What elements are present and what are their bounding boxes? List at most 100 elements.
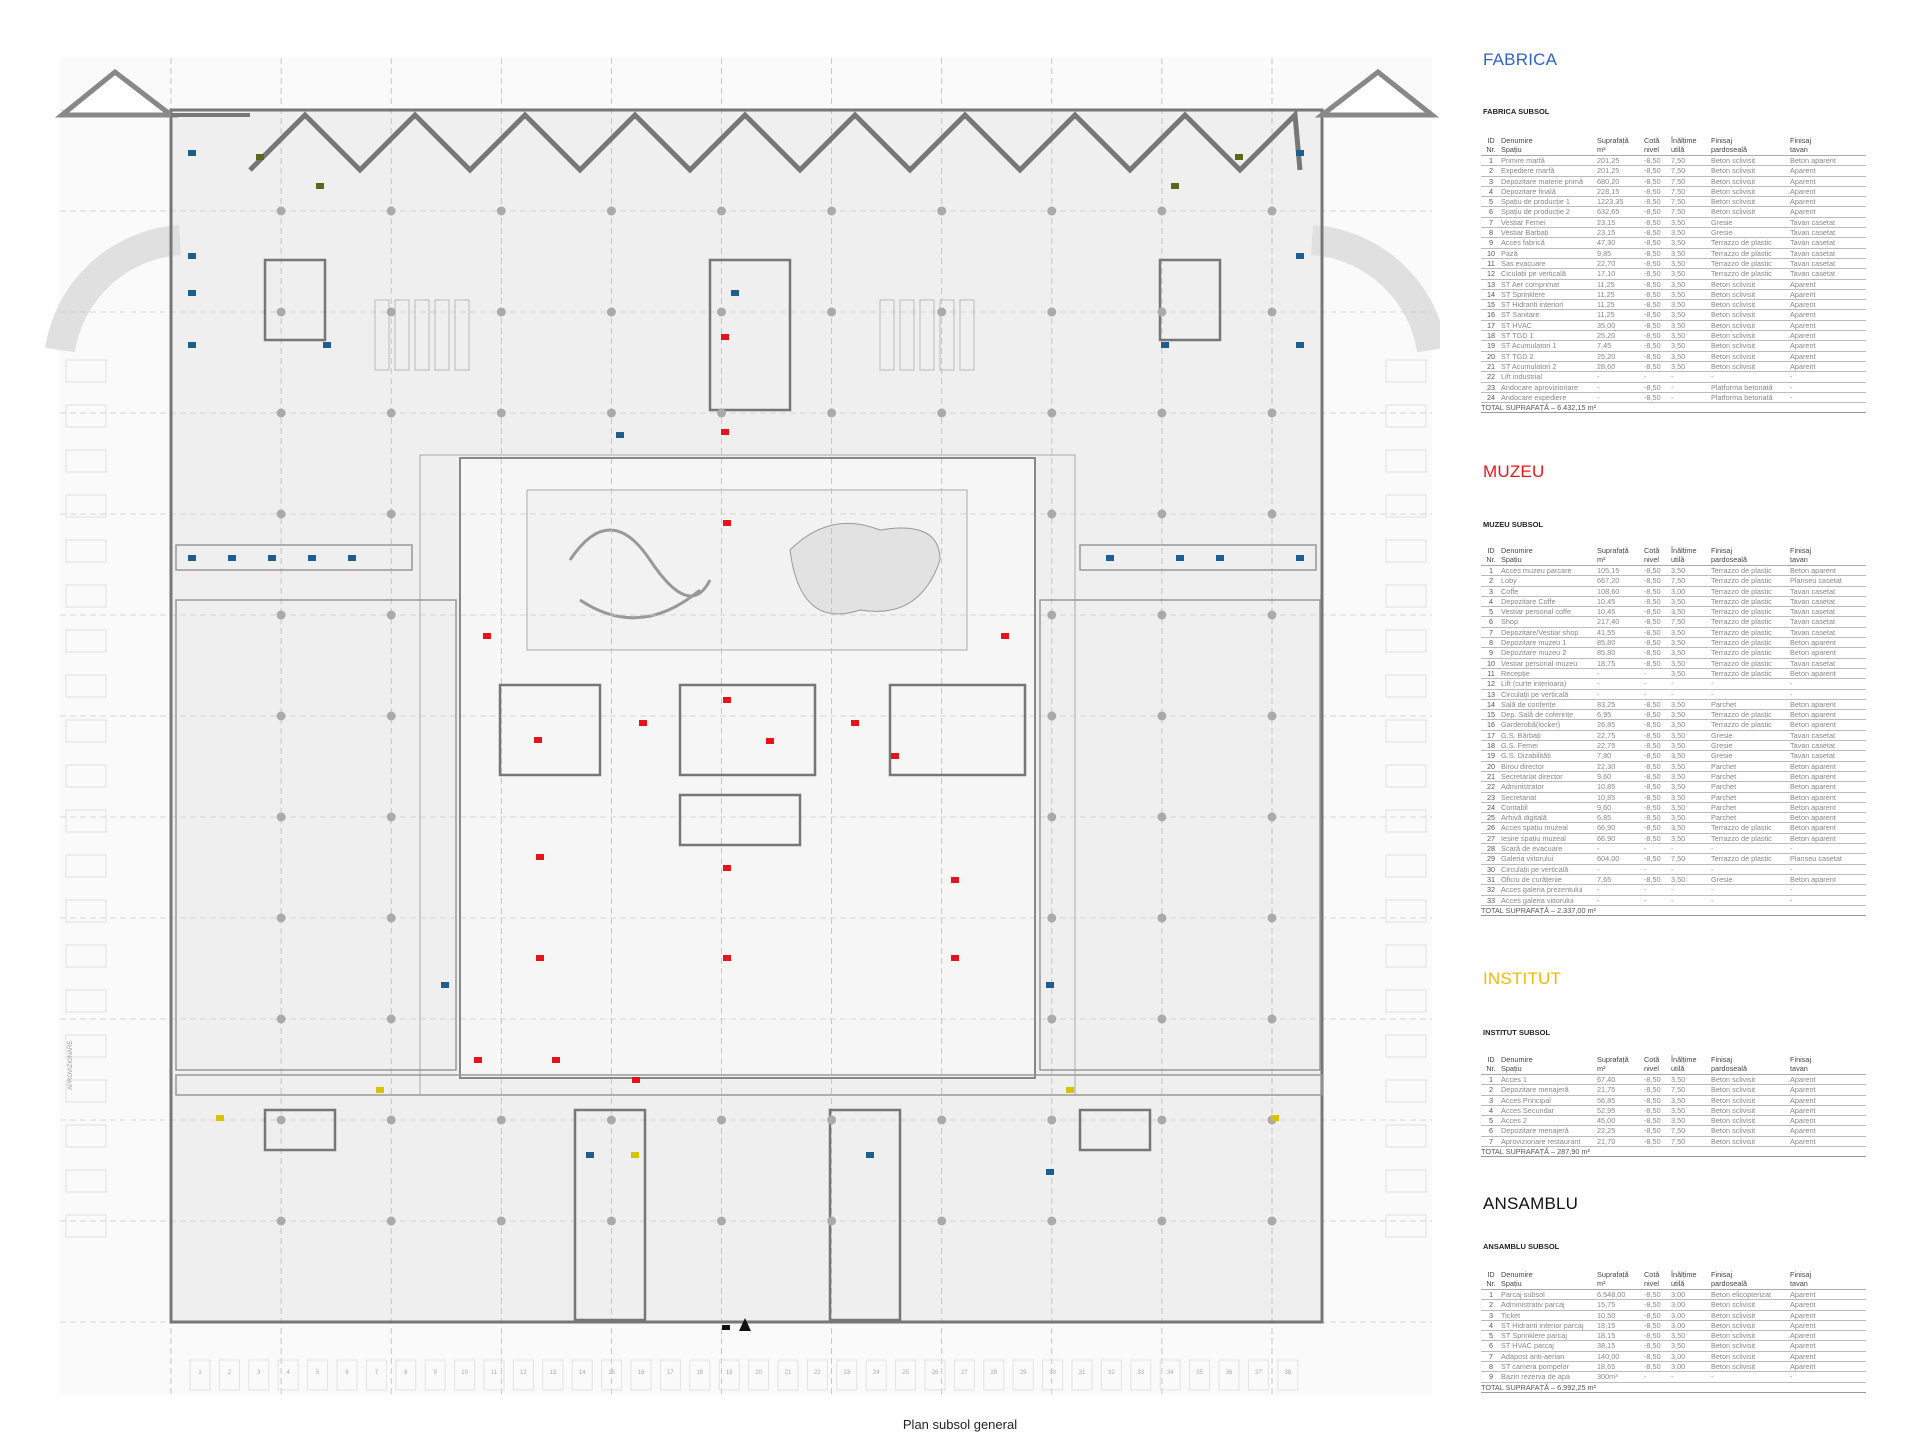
structural-column [1157, 1014, 1167, 1024]
cell-id: 18 [1481, 740, 1501, 752]
cell-height: 3,50 [1671, 627, 1711, 639]
parking-space [1385, 404, 1427, 428]
cell-area: 17,10 [1597, 268, 1644, 280]
cell-ceiling: Aparent [1790, 1115, 1866, 1127]
cell-level: -8,50 [1644, 279, 1671, 290]
parking-bay [454, 299, 470, 371]
cell-height: 7,50 [1671, 575, 1711, 587]
cell-level: -8,50 [1644, 874, 1671, 886]
cell-floor: Parchet [1711, 812, 1790, 824]
room-tag [376, 1087, 384, 1093]
cell-floor: Terrazzo de plastic [1711, 575, 1790, 587]
structural-column [276, 1115, 286, 1125]
cell-height: 3,50 [1671, 279, 1711, 290]
structural-column [1267, 408, 1277, 418]
cell-floor: Terrazzo de plastic [1711, 627, 1790, 639]
cell-floor: Parchet [1711, 781, 1790, 793]
cell-height: 7,50 [1671, 155, 1711, 167]
parking-space [65, 809, 107, 833]
cell-floor: Beton sclivisit [1711, 196, 1790, 208]
cell-ceiling: Tavan casetat [1790, 596, 1866, 608]
cell-level: -8,50 [1644, 1084, 1671, 1096]
cell-area: 201,25 [1597, 155, 1644, 167]
room-wall [708, 258, 792, 412]
room-tag [268, 555, 276, 561]
parking-space [65, 629, 107, 653]
sawtooth-roof [248, 109, 1303, 174]
parking-space [65, 1034, 107, 1058]
cell-ceiling: Beton aparent [1790, 874, 1866, 886]
cell-area: - [1597, 371, 1644, 383]
header-line: m² [1597, 554, 1606, 564]
cell-height: 3,50 [1671, 351, 1711, 362]
header-line: nivel [1644, 1278, 1660, 1288]
room-tag [323, 342, 331, 348]
cell-floor: Terrazzo de plastic [1711, 596, 1790, 608]
cell-ceiling: Aparent [1790, 1340, 1866, 1352]
structural-column [717, 206, 726, 216]
cell-level: -8,50 [1644, 586, 1671, 597]
parking-space-number: 31 [1079, 1370, 1086, 1376]
structural-column [1267, 1014, 1277, 1024]
cell-level: -8,50 [1644, 268, 1671, 280]
cell-floor: Terrazzo de plastic [1711, 719, 1790, 731]
structural-column [1267, 812, 1277, 822]
structural-column [937, 206, 947, 216]
cell-ceiling: Aparent [1790, 1320, 1866, 1332]
cell-ceiling: Beton aparent [1790, 781, 1866, 793]
cell-height: - [1671, 392, 1711, 404]
cell-name: Adapost anti-aerian [1501, 1351, 1597, 1363]
cell-id: 19 [1481, 340, 1501, 352]
parking-space [601, 1359, 623, 1391]
header-line: Spațiu [1501, 1278, 1522, 1288]
total-row: TOTAL SUPRAFAȚĂ – 6.992,25 m² [1481, 1382, 1866, 1393]
room-tag [188, 342, 196, 348]
parking-space [836, 1359, 858, 1391]
cell-ceiling: Tavan casetat [1790, 586, 1866, 597]
structural-column [1157, 509, 1167, 519]
cell-ceiling: - [1790, 689, 1866, 700]
cell-ceiling: Beton aparent [1790, 792, 1866, 803]
cell-floor: Beton elicopterizat [1711, 1289, 1790, 1301]
cell-ceiling: - [1790, 371, 1866, 383]
cell-id: 13 [1481, 279, 1501, 290]
table-subtitle: INSTITUT SUBSOL [1483, 1028, 1551, 1037]
cell-id: 5 [1481, 606, 1501, 618]
cell-level: -8,50 [1644, 606, 1671, 618]
total-row: TOTAL SUPRAFAȚĂ – 2.337,00 m² [1481, 905, 1866, 917]
cell-floor: Terrazzo de plastic [1711, 606, 1790, 618]
cell-name: Circulații pe verticală [1501, 864, 1597, 875]
cell-floor: Beton sclivisit [1711, 1074, 1790, 1086]
cell-name: Bazin rezerva de apa [1501, 1371, 1597, 1383]
cell-name: Oficiu de curățenie [1501, 874, 1597, 886]
cell-name: Acces Principal [1501, 1095, 1597, 1106]
cell-id: 4 [1481, 596, 1501, 608]
cell-name: ST Sanitare [1501, 309, 1597, 321]
cell-level: -8,50 [1644, 186, 1671, 198]
cell-id: 1 [1481, 1289, 1501, 1301]
cell-name: Scară de evacuare [1501, 843, 1597, 855]
parking-space [65, 1169, 107, 1193]
cell-height: 3,50 [1671, 1095, 1711, 1106]
structural-column [1267, 307, 1277, 317]
room-tag [308, 555, 316, 561]
parking-space [65, 404, 107, 428]
cell-height: - [1671, 864, 1711, 875]
cell-id: 2 [1481, 575, 1501, 587]
cell-height: 3,50 [1671, 1074, 1711, 1086]
structural-column [717, 1216, 726, 1226]
courtyard-wall [459, 457, 1036, 1079]
total-area: TOTAL SUPRAFAȚĂ – 6.992,25 m² [1481, 1382, 1866, 1393]
parking-space [924, 1359, 946, 1391]
cell-id: 3 [1481, 1310, 1501, 1321]
parking-space-number: 15 [608, 1370, 615, 1376]
parking-space [1385, 584, 1427, 608]
